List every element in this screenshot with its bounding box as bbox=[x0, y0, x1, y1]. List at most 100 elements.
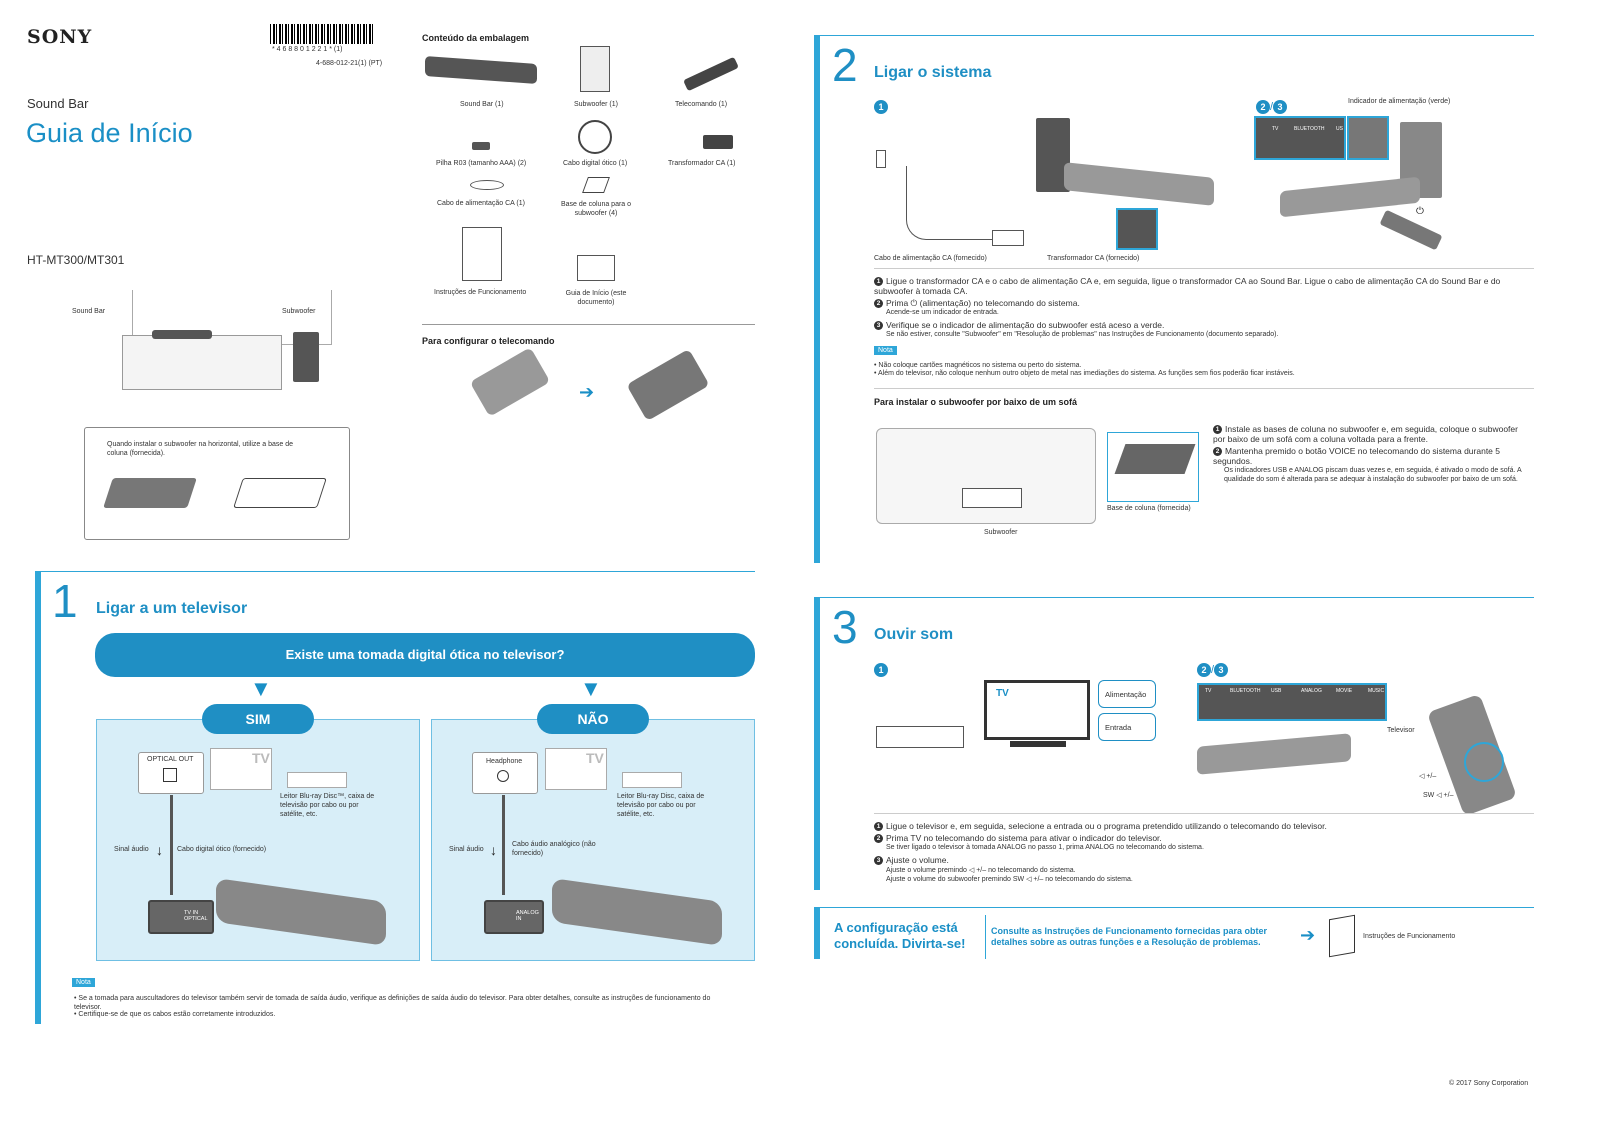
adapter-label: Transformador CA (fornecido) bbox=[1047, 255, 1140, 262]
subwoofer-label: Subwoofer bbox=[984, 529, 1018, 536]
section3-bar bbox=[814, 597, 820, 890]
player-note: Leitor Blu-ray Disc, caixa de televisão … bbox=[617, 793, 705, 818]
section1-bar bbox=[35, 571, 41, 1024]
soundbar-illustration bbox=[1280, 176, 1420, 218]
tv-label: TV bbox=[586, 750, 604, 766]
package-item: Transformador CA (1) bbox=[668, 160, 736, 167]
doc-code: 4-688-012-21(1) (PT) bbox=[316, 60, 383, 67]
arrow-down-icon: ▼ bbox=[250, 676, 272, 701]
subwoofer-horizontal-illustration bbox=[103, 478, 197, 508]
remote-setup-heading: Para configurar o telecomando bbox=[422, 336, 555, 346]
barcode-text: * 4 6 8 8 0 1 2 2 1 * (1) bbox=[272, 46, 343, 53]
divider bbox=[422, 324, 755, 325]
section1-title: Ligar a um televisor bbox=[96, 600, 248, 617]
divider bbox=[874, 813, 1534, 814]
footer-bar bbox=[814, 907, 820, 959]
indicator-panel-closeup bbox=[1197, 683, 1387, 721]
panel-label: BLUETOOTH bbox=[1230, 688, 1261, 694]
subwoofer-base-illustration bbox=[233, 478, 327, 508]
page-title: Guia de Início bbox=[26, 118, 193, 148]
tv-outline bbox=[545, 748, 607, 790]
manual-icon bbox=[462, 227, 502, 281]
no-label: NÃO bbox=[537, 704, 649, 734]
copyright: © 2017 Sony Corporation bbox=[1449, 1080, 1529, 1087]
divider bbox=[874, 268, 1534, 269]
wall-outlet-icon bbox=[876, 150, 886, 168]
tv-label: TV bbox=[252, 750, 270, 766]
nota-badge: Nota bbox=[874, 346, 897, 355]
step-badge-2-3: 2/3 bbox=[1197, 660, 1229, 678]
manual-label: Instruções de Funcionamento bbox=[1363, 933, 1456, 940]
power-cable-line bbox=[906, 166, 992, 240]
section3-title: Ouvir som bbox=[874, 626, 954, 643]
indicator-label: Indicador de alimentação (verde) bbox=[1348, 98, 1451, 105]
sofa-sub: Os indicadores USB e ANALOG piscam duas … bbox=[1224, 467, 1522, 483]
panel-label: MOVIE bbox=[1336, 688, 1353, 694]
package-item: Telecomando (1) bbox=[675, 101, 728, 108]
power-icon: ⏻ bbox=[1416, 206, 1424, 217]
subwoofer-indicator-closeup bbox=[1347, 116, 1389, 160]
signal-arrow-icon: ↓ bbox=[156, 842, 163, 858]
package-item: Cabo de alimentação CA (1) bbox=[437, 200, 525, 207]
question-banner: Existe uma tomada digital ótica no telev… bbox=[95, 633, 755, 677]
signal-arrow-icon: ↓ bbox=[490, 842, 497, 858]
power-cord-icon bbox=[470, 180, 504, 190]
optical-out-label: OPTICAL OUT bbox=[147, 756, 194, 763]
model-name: HT-MT300/MT301 bbox=[27, 253, 125, 267]
brand-logo: SONY bbox=[27, 26, 93, 48]
tv-in-optical-label: TV IN OPTICAL bbox=[184, 910, 208, 922]
note-text: • Além do televisor, não coloque nenhum … bbox=[874, 370, 1295, 377]
step-2-sub: Se tiver ligado o televisor à tomada ANA… bbox=[886, 844, 1204, 851]
panel-label: ANALOG bbox=[1301, 688, 1322, 694]
headphone-port-icon bbox=[497, 770, 509, 782]
subwoofer-under-sofa bbox=[962, 488, 1022, 508]
footer-divider bbox=[985, 915, 986, 959]
headphone-label: Headphone bbox=[486, 758, 523, 765]
nota-badge: Nota bbox=[72, 978, 95, 987]
player-note: Leitor Blu-ray Disc™, caixa de televisão… bbox=[280, 793, 375, 818]
section2-title: Ligar o sistema bbox=[874, 64, 992, 81]
setup-done: A configuração está concluída. Divirta-s… bbox=[834, 920, 966, 951]
ac-adapter-icon bbox=[703, 135, 733, 149]
label-subwoofer: Subwoofer bbox=[282, 308, 316, 315]
optical-port-icon bbox=[163, 768, 177, 782]
remote-button-highlight bbox=[1464, 742, 1504, 782]
panel-label: BLUETOOTH bbox=[1294, 126, 1325, 132]
power-port-closeup bbox=[1116, 208, 1158, 250]
cable-label: Cabo áudio analógico (não fornecido) bbox=[512, 841, 596, 857]
tv-outline bbox=[210, 748, 272, 790]
player-icon bbox=[622, 772, 682, 788]
tv-stand-illustration bbox=[90, 290, 360, 400]
package-item: Guia de Início (este documento) bbox=[565, 290, 627, 306]
ac-adapter-illustration bbox=[992, 230, 1024, 246]
remote-icon bbox=[683, 56, 739, 92]
note-text: • Não coloque cartões magnéticos no sist… bbox=[874, 362, 1082, 369]
step-badge-1: 1 bbox=[874, 660, 888, 678]
cable-label: Cabo de alimentação CA (fornecido) bbox=[874, 255, 987, 262]
step-badge-1: 1 bbox=[874, 97, 888, 115]
tv-stand bbox=[1010, 741, 1066, 747]
panel-label: TV bbox=[1205, 688, 1212, 694]
optical-cable-icon bbox=[578, 120, 612, 154]
cable-label: Cabo digital ótico (fornecido) bbox=[177, 846, 267, 853]
panel-label: MUSIC bbox=[1368, 688, 1385, 694]
package-item: Cabo digital ótico (1) bbox=[563, 160, 628, 167]
step-3-sub: Se não estiver, consulte "Subwoofer" em … bbox=[886, 331, 1279, 338]
base-label: Base de coluna (fornecida) bbox=[1107, 505, 1191, 512]
remote-illustration bbox=[1379, 209, 1443, 251]
step-badge-2-3: 2/3 bbox=[1256, 97, 1288, 115]
remote-battery-illustration bbox=[626, 348, 710, 422]
speaker-base-icon bbox=[582, 177, 610, 193]
set-top-box-illustration bbox=[876, 726, 964, 748]
signal-label: Sinal áudio bbox=[114, 846, 149, 853]
section3-rule bbox=[820, 597, 1534, 598]
section2-bar bbox=[814, 35, 820, 563]
guide-icon bbox=[577, 255, 615, 281]
package-item: Pilha R03 (tamanho AAA) (2) bbox=[436, 160, 527, 167]
tv-illustration bbox=[984, 680, 1090, 740]
